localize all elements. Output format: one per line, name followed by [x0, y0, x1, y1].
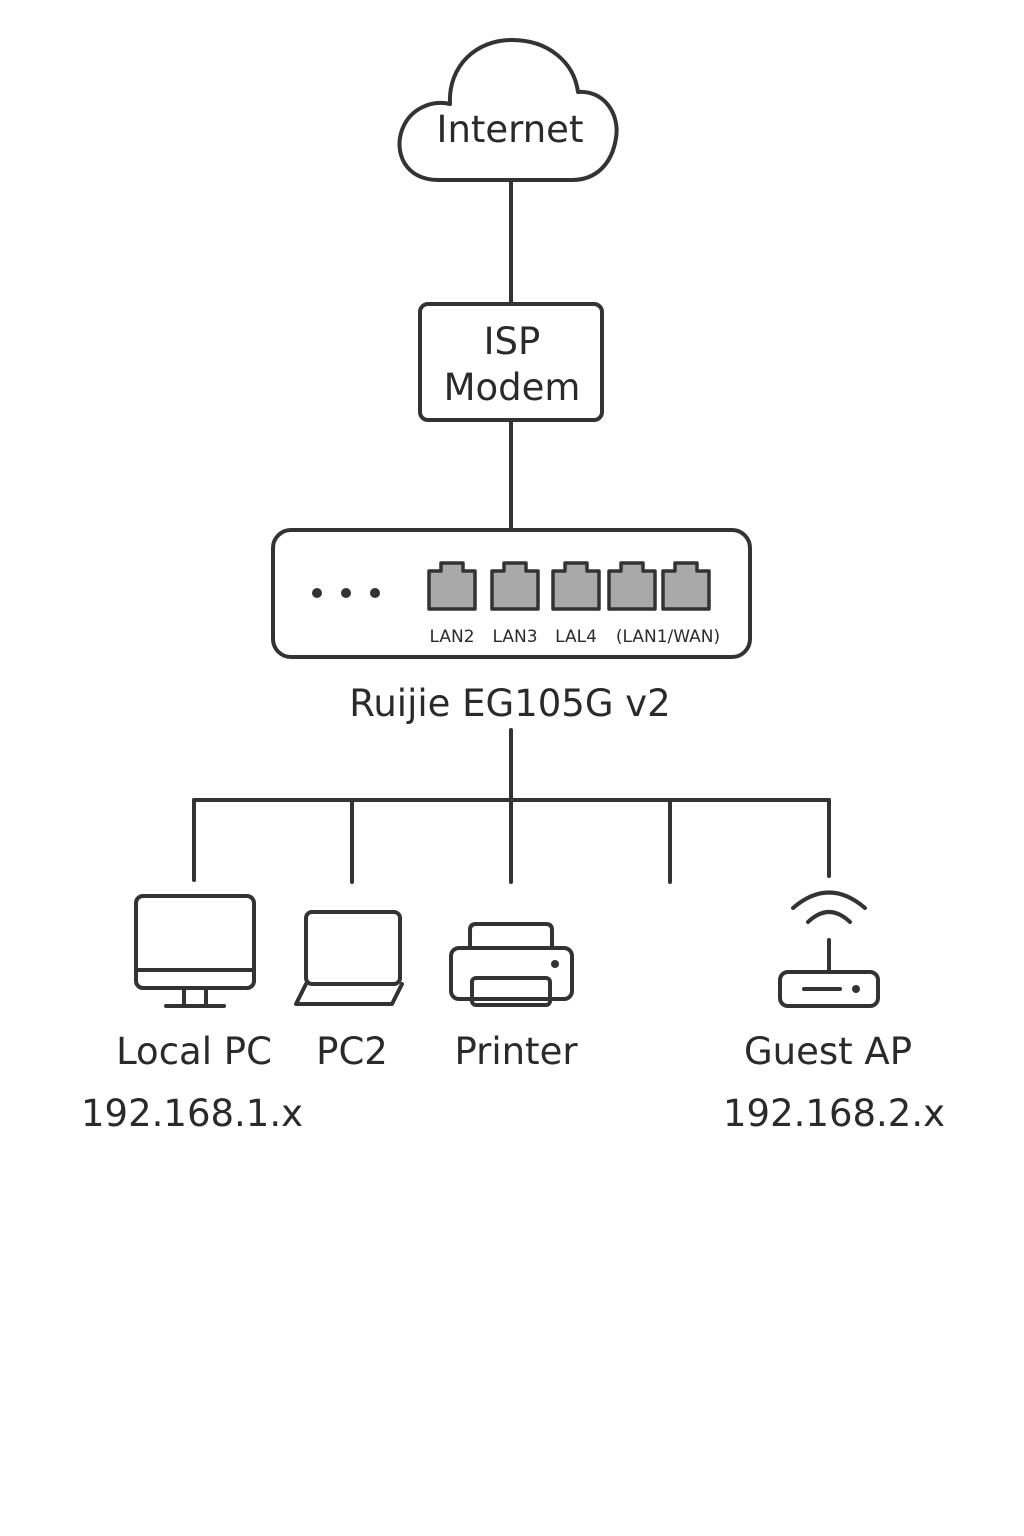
printer: Printer: [449, 922, 578, 1073]
printer-icon: [449, 922, 574, 1007]
status-led-dots: [312, 588, 380, 598]
local-pc: Local PC 192.168.1.x: [81, 894, 303, 1135]
led-dot: [312, 588, 322, 598]
ethernet-port-icon: [661, 561, 711, 611]
wireless-access-point-icon: [778, 890, 880, 1008]
internet-label: Internet: [437, 108, 584, 151]
pc2: PC2: [294, 910, 404, 1073]
port-label-lan2: LAN2: [429, 627, 474, 647]
local-pc-label: Local PC: [116, 1030, 272, 1073]
modem-box: [418, 302, 604, 422]
ethernet-port-icon: [607, 561, 657, 611]
laptop-icon: [294, 910, 404, 1006]
ethernet-port-icon: [427, 561, 477, 611]
modem-label-line1: ISP: [484, 320, 541, 363]
printer-label: Printer: [454, 1030, 578, 1073]
cloud-icon: [397, 38, 619, 182]
ethernet-port-icon: [551, 561, 601, 611]
router: LAN2 LAN3 LAL4 (LAN1/WAN) Ruijie EG105G …: [271, 528, 752, 725]
port-label-lan1-wan: (LAN1/WAN): [616, 627, 720, 647]
port-label-lan3: LAN3: [492, 627, 537, 647]
connection-lines: [192, 178, 831, 884]
port-label-lal4: LAL4: [555, 627, 597, 647]
desktop-monitor-icon: [134, 894, 256, 1008]
guest-ap-label: Guest AP: [744, 1030, 912, 1073]
pc2-label: PC2: [316, 1030, 388, 1073]
ethernet-ports: [427, 561, 711, 611]
ethernet-port-icon: [490, 561, 540, 611]
isp-modem: ISP Modem: [418, 302, 604, 422]
led-dot: [370, 588, 380, 598]
modem-label-line2: Modem: [444, 366, 581, 409]
guest-ap-subnet: 192.168.2.x: [723, 1092, 945, 1135]
led-dot: [341, 588, 351, 598]
local-pc-subnet: 192.168.1.x: [81, 1092, 303, 1135]
router-label: Ruijie EG105G v2: [349, 682, 670, 725]
guest-ap: Guest AP 192.168.2.x: [723, 890, 945, 1135]
internet-cloud: Internet: [397, 38, 619, 182]
